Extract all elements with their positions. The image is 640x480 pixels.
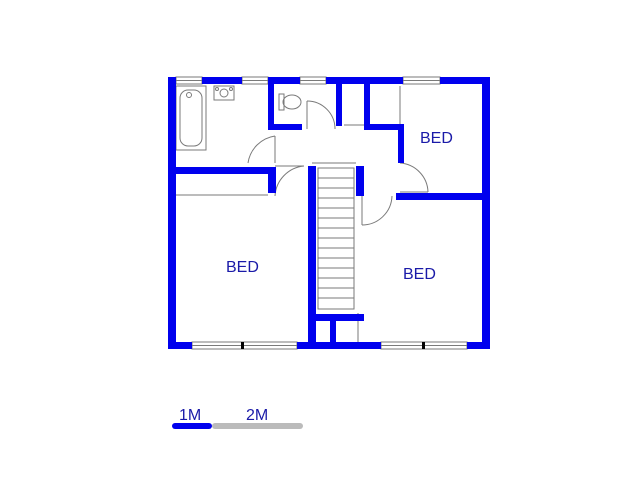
- room-label-bed-left: BED: [226, 259, 259, 276]
- scale-bar: 1M 2M: [172, 407, 303, 429]
- basin: [213, 85, 235, 101]
- room-label-bed-bottom-right: BED: [403, 266, 436, 283]
- walls: [168, 77, 490, 349]
- scale-bar-filled: [172, 423, 212, 429]
- windows: [175, 76, 468, 350]
- fixtures: [175, 85, 429, 342]
- toilet: [278, 93, 302, 111]
- scale-bar-empty: [212, 423, 303, 429]
- staircase: [313, 167, 359, 342]
- scale-label-2m: 2M: [246, 407, 268, 424]
- bathtub: [175, 85, 207, 151]
- room-label-bed-top-right: BED: [420, 130, 453, 147]
- scale-label-1m: 1M: [179, 407, 201, 424]
